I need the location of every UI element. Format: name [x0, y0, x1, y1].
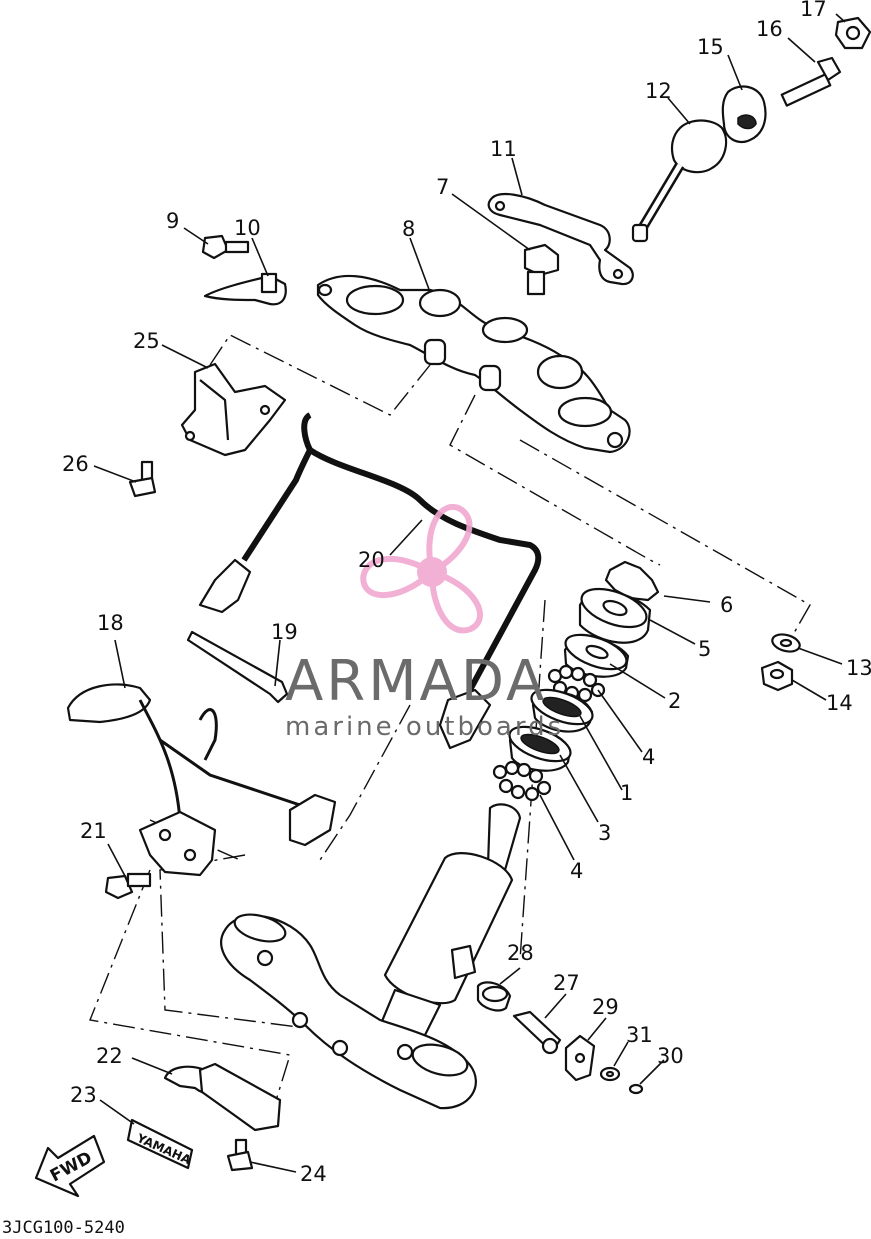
- callout-22: 22: [96, 1044, 123, 1068]
- callout-4a: 4: [642, 745, 655, 769]
- callout-18: 18: [97, 611, 124, 635]
- tiller-handle-12: [631, 119, 728, 243]
- upper-steering-bracket: [316, 274, 631, 454]
- pin-30: [628, 1083, 644, 1095]
- callout-12: 12: [645, 79, 672, 103]
- ball-bearings-4-upper: [547, 664, 606, 703]
- callout-1: 1: [620, 781, 633, 805]
- leader-lines: [93, 13, 846, 1173]
- plate-11: [487, 192, 634, 286]
- callout-2: 2: [668, 689, 681, 713]
- callout-15: 15: [697, 35, 724, 59]
- callout-9: 9: [166, 209, 179, 233]
- callout-30: 30: [657, 1044, 684, 1068]
- decal-23: YAMAHA: [126, 1118, 194, 1170]
- nut-14: [760, 660, 794, 692]
- callout-25: 25: [133, 329, 160, 353]
- bracket-25: [180, 362, 287, 457]
- lower-mount-bracket: [220, 913, 477, 1110]
- pin-27: [512, 1010, 562, 1055]
- tie-strap-19: [186, 630, 289, 704]
- watermark-tagline: marine outboards: [285, 712, 564, 742]
- clamp-15: [721, 85, 767, 144]
- callout-29: 29: [592, 995, 619, 1019]
- callout-23: 23: [70, 1083, 97, 1107]
- callout-27: 27: [553, 971, 580, 995]
- bolt-9: [201, 234, 250, 260]
- nut-17: [834, 16, 871, 50]
- screw-24: [226, 1138, 254, 1172]
- callout-24: 24: [300, 1162, 327, 1186]
- callout-8: 8: [402, 217, 415, 241]
- washer-2: [563, 633, 630, 678]
- race-1: [530, 688, 594, 733]
- grommet-28: [476, 981, 512, 1012]
- watermark-brand: ARMADA: [285, 649, 547, 714]
- bracket-22-mount: [198, 1062, 282, 1132]
- callout-17: 17: [800, 0, 827, 21]
- washer-13: [771, 633, 801, 653]
- callout-6: 6: [720, 593, 733, 617]
- race-3: [508, 725, 572, 772]
- callout-5: 5: [698, 637, 711, 661]
- drawing-code: 3JCG100-5240: [2, 1218, 125, 1238]
- callout-11: 11: [490, 137, 517, 161]
- lower-bracket-18: [66, 683, 337, 877]
- callout-13: 13: [846, 656, 871, 680]
- callout-31: 31: [626, 1023, 653, 1047]
- callout-4b: 4: [570, 859, 583, 883]
- callout-3: 3: [598, 821, 611, 845]
- bolt-16: [780, 56, 842, 107]
- callout-7: 7: [436, 175, 449, 199]
- bolt-21: [104, 872, 152, 900]
- washer-6: [604, 560, 660, 602]
- callout-21: 21: [80, 819, 107, 843]
- callout-10: 10: [234, 216, 261, 240]
- ball-bearings-4-lower: [492, 760, 552, 802]
- screw-26: [128, 460, 157, 498]
- link-rod-20: [198, 412, 542, 750]
- bolt-7: [523, 243, 560, 296]
- armada-propeller-logo-icon: [360, 504, 483, 634]
- callout-20: 20: [358, 548, 385, 572]
- callout-16: 16: [756, 17, 783, 41]
- callout-19: 19: [271, 620, 298, 644]
- callout-14: 14: [826, 691, 853, 715]
- callout-28: 28: [507, 941, 534, 965]
- lever-10: [203, 272, 287, 306]
- plate-29: [564, 1034, 596, 1082]
- fwd-arrow-icon: FWD: [34, 1134, 106, 1198]
- bushing-5: [578, 587, 652, 644]
- callout-26: 26: [62, 452, 89, 476]
- washer-31: [599, 1066, 621, 1082]
